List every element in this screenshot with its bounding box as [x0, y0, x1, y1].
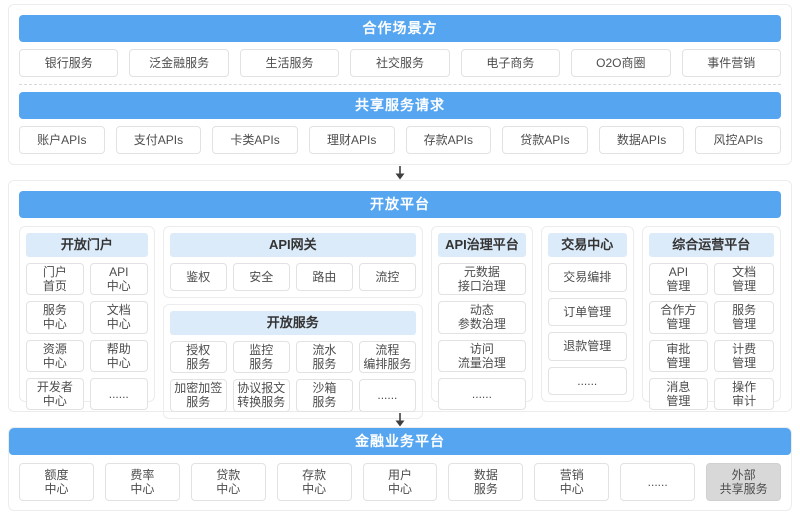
portal-box: 资源 中心: [26, 339, 84, 372]
governance-box: 动态 参数治理: [437, 301, 526, 334]
financial-business-header-bar: 金融业务平台: [9, 428, 791, 455]
business-box: 存款 中心: [276, 463, 352, 501]
open-service-box: 授权 服务: [169, 341, 227, 374]
open-service-box: 监控 服务: [232, 341, 290, 374]
scenario-box: 社交服务: [350, 49, 450, 77]
partner-scenario-section: 合作场景方 银行服务泛金融服务生活服务社交服务电子商务 O2O商圈事件营销 共享服…: [8, 4, 792, 165]
operation-box: 消息 管理: [648, 377, 709, 411]
business-box: 额度 中心: [19, 463, 94, 501]
api-governance-column: API治理平台 元数据 接口治理动态 参数治理访问 流量治理......: [430, 226, 533, 411]
trade-center-column: 交易中心 交易编排订单管理退款管理......: [540, 226, 634, 402]
trade-box: 交易编排: [547, 263, 627, 292]
api-request-box: 存款APIs: [405, 126, 492, 154]
scenario-box: 泛金融服务: [129, 49, 229, 77]
api-request-box: 风控APIs: [695, 126, 781, 154]
portal-box: 文档 中心: [89, 301, 148, 334]
section-divider: [19, 84, 781, 85]
flow-arrow-top: [8, 165, 792, 180]
operation-platform-header: 综合运营平台: [648, 233, 774, 257]
portal-box: 开发者 中心: [26, 377, 84, 411]
operation-platform-column: 综合运营平台 API 管理文档 管理合作方 管理服务 管理审批 管理计费 管理消…: [641, 226, 781, 411]
scenario-header-bar: 合作场景方: [19, 15, 781, 42]
operation-box: 审批 管理: [648, 339, 709, 372]
governance-box: ......: [437, 377, 526, 411]
operation-platform-grid: API 管理文档 管理合作方 管理服务 管理审批 管理计费 管理消息 管理操作 …: [648, 263, 774, 411]
portal-box: 帮助 中心: [89, 339, 148, 372]
business-box: 营销 中心: [534, 463, 610, 501]
business-box: 数据 服务: [448, 463, 524, 501]
api-request-box: 理财APIs: [308, 126, 395, 154]
gateway-box: 流控: [358, 263, 416, 291]
trade-center-header: 交易中心: [547, 233, 627, 257]
api-request-box: 贷款APIs: [502, 126, 588, 154]
open-service-box: 流水 服务: [295, 341, 353, 374]
api-governance-header: API治理平台: [437, 233, 526, 257]
scenario-box: 银行服务: [19, 49, 119, 77]
financial-business-section: 金融业务平台 额度 中心费率 中心贷款 中心存款 中心用户 中心数据 服务营销 …: [8, 427, 792, 511]
gateway-box: 路由: [295, 263, 353, 291]
down-arrow-icon: [395, 412, 405, 426]
scenario-box: 电子商务: [460, 49, 561, 77]
operation-box: API 管理: [648, 263, 709, 296]
api-request-box-row: 账户APIs 支付APIs 卡类APIs 理财APIs 存款APIs 贷款APIs 数据AP…: [19, 126, 781, 154]
gateway-box: 鉴权: [169, 263, 227, 291]
trade-box: ......: [547, 366, 627, 395]
portal-box: 服务 中心: [26, 301, 84, 334]
open-service-grid: 授权 服务监控 服务流水 服务流程 编排服务加密加签 服务协议报文 转换服务沙箱…: [169, 341, 416, 412]
open-service-box: 流程 编排服务: [358, 341, 416, 374]
business-box: ......: [620, 463, 696, 501]
api-request-box: 数据APIs: [598, 126, 685, 154]
api-gateway-stack: API网关 鉴权安全路由流控 开放服务 授权 服务监控 服务流水 服务流程 编排…: [162, 226, 423, 419]
api-gateway-column: API网关 鉴权安全路由流控: [162, 226, 423, 298]
gateway-box: 安全: [232, 263, 290, 291]
scenario-box: O2O商圈: [571, 49, 671, 77]
trade-box: 退款管理: [547, 332, 627, 361]
open-service-box: ......: [358, 379, 416, 412]
open-service-box: 加密加签 服务: [169, 379, 227, 412]
operation-box: 合作方 管理: [648, 301, 709, 334]
flow-arrow-bottom: [8, 412, 792, 427]
governance-box: 元数据 接口治理: [437, 263, 526, 296]
operation-box: 服务 管理: [714, 301, 774, 334]
trade-center-grid: 交易编排订单管理退款管理......: [547, 263, 627, 395]
api-gateway-grid: 鉴权安全路由流控: [169, 263, 416, 291]
open-platform-header-bar: 开放平台: [19, 191, 781, 218]
scenario-box: 生活服务: [239, 49, 340, 77]
open-portal-header: 开放门户: [26, 233, 148, 257]
scenario-box-row: 银行服务泛金融服务生活服务社交服务电子商务 O2O商圈事件营销: [19, 49, 781, 77]
operation-box: 操作 审计: [714, 377, 774, 411]
portal-box: API 中心: [89, 263, 148, 296]
api-gateway-header: API网关: [169, 233, 416, 257]
down-arrow-icon: [395, 165, 405, 179]
trade-box: 订单管理: [547, 297, 627, 326]
operation-box: 文档 管理: [714, 263, 774, 296]
open-service-box: 沙箱 服务: [295, 379, 353, 412]
business-box: 用户 中心: [362, 463, 438, 501]
service-request-header-bar: 共享服务请求: [19, 92, 781, 119]
api-governance-grid: 元数据 接口治理动态 参数治理访问 流量治理......: [437, 263, 526, 411]
external-shared-services-box: 外部 共享服务: [706, 463, 782, 501]
scenario-box: 事件营销: [681, 49, 781, 77]
open-service-column: 开放服务 授权 服务监控 服务流水 服务流程 编排服务加密加签 服务协议报文 转…: [162, 304, 423, 419]
open-service-header: 开放服务: [169, 311, 416, 335]
open-service-box: 协议报文 转换服务: [232, 379, 290, 412]
business-box: 费率 中心: [104, 463, 180, 501]
api-request-box: 账户APIs: [19, 126, 105, 154]
portal-box: 门户 首页: [26, 263, 84, 296]
portal-box: ......: [89, 377, 148, 411]
api-request-box: 卡类APIs: [212, 126, 298, 154]
api-request-box: 支付APIs: [115, 126, 202, 154]
operation-box: 计费 管理: [714, 339, 774, 372]
business-box: 贷款 中心: [190, 463, 266, 501]
governance-box: 访问 流量治理: [437, 339, 526, 372]
business-box-row: 额度 中心费率 中心贷款 中心存款 中心用户 中心数据 服务营销 中心.....…: [9, 463, 791, 501]
